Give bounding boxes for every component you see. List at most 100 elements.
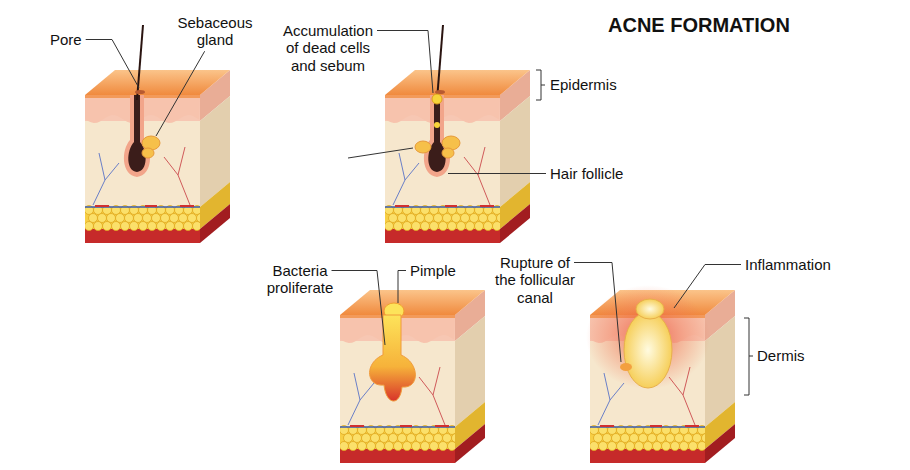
fat-cell — [412, 222, 421, 231]
skin-side-layer — [500, 204, 530, 243]
skin-block — [85, 25, 231, 243]
fat-cell — [358, 442, 367, 451]
fat-cell — [353, 434, 362, 443]
fat-cell — [116, 214, 125, 223]
fat-cell — [148, 222, 157, 231]
part-label: Hair follicle — [550, 165, 623, 182]
fat-cell — [121, 222, 130, 231]
fat-cell — [398, 214, 407, 223]
leader-line — [574, 263, 621, 363]
fat-cell — [376, 442, 385, 451]
fat-cell — [594, 434, 603, 443]
fat-cell — [484, 222, 493, 231]
fat-cell — [89, 214, 98, 223]
fat-cell — [403, 442, 412, 451]
fat-cell — [684, 434, 693, 443]
fat-cell — [389, 214, 398, 223]
fat-cell — [412, 442, 421, 451]
fat-cell — [443, 434, 452, 443]
skin-layer — [85, 229, 200, 243]
blood-vessel — [590, 426, 705, 428]
fat-cell — [143, 214, 152, 223]
fat-cell — [603, 434, 612, 443]
pus-body — [624, 312, 672, 388]
fat-cell — [452, 214, 461, 223]
part-label: Epidermis — [550, 76, 617, 93]
fat-cell — [662, 442, 671, 451]
fat-cell — [403, 222, 412, 231]
fat-cell — [639, 434, 648, 443]
sebaceous-gland — [415, 141, 431, 153]
skin-layer — [590, 449, 705, 463]
fat-cell — [170, 214, 179, 223]
fat-cell — [184, 222, 193, 231]
fat-cell — [407, 434, 416, 443]
fat-cell — [394, 442, 403, 451]
fat-cell — [103, 222, 112, 231]
fat-cell — [698, 442, 706, 451]
pore — [435, 90, 445, 94]
sebaceous-gland — [442, 136, 460, 150]
leader-line — [332, 271, 385, 346]
artery-branch — [419, 367, 445, 425]
fat-cell — [439, 442, 448, 451]
fat-cell — [130, 222, 139, 231]
fat-cell — [385, 442, 394, 451]
part-label: Accumulation of dead cells and sebum — [278, 22, 378, 74]
fat-cell — [443, 214, 452, 223]
bracket — [536, 70, 545, 100]
pore — [135, 90, 145, 94]
fat-cell — [608, 442, 617, 451]
fat-cell — [635, 442, 644, 451]
fat-cell — [421, 442, 430, 451]
skin-layer — [385, 229, 500, 243]
fat-cell — [439, 222, 448, 231]
fat-cell — [475, 222, 484, 231]
fat-cell — [457, 222, 466, 231]
part-label: Pimple — [410, 262, 456, 279]
blood-vessel — [85, 206, 200, 208]
fat-cell — [434, 434, 443, 443]
fat-cell — [107, 214, 116, 223]
fat-cell — [398, 434, 407, 443]
skin-block — [586, 285, 735, 463]
hair-shaft — [437, 25, 443, 100]
blood-vessel — [395, 205, 494, 207]
diagram-title: ACNE FORMATION — [608, 14, 790, 37]
fat-cell — [139, 222, 148, 231]
fat-cell — [389, 434, 398, 443]
sebaceous-gland — [142, 148, 154, 158]
leader-line — [348, 148, 413, 158]
skin-side-layer — [455, 424, 485, 463]
fat-cell — [461, 214, 470, 223]
fat-cell — [479, 214, 488, 223]
fat-cell — [671, 442, 680, 451]
fat-cell — [407, 214, 416, 223]
fat-cell — [425, 214, 434, 223]
hair-root — [128, 95, 145, 172]
fat-cell — [430, 222, 439, 231]
fat-cell — [425, 434, 434, 443]
follicle-wall — [424, 95, 450, 177]
sebaceous-gland — [142, 136, 160, 150]
fat-cell — [193, 222, 201, 231]
leader-line — [398, 271, 406, 304]
fat-cell — [590, 442, 599, 451]
skin-block — [340, 290, 486, 463]
fat-cell — [175, 222, 184, 231]
fat-cell — [421, 222, 430, 231]
fat-cell — [612, 434, 621, 443]
fat-cell — [434, 214, 443, 223]
fat-cell — [430, 442, 439, 451]
fat-cell — [416, 434, 425, 443]
vein-branch — [93, 153, 119, 205]
fat-cell — [134, 214, 143, 223]
part-label: Pore — [50, 31, 82, 48]
sebum-dot — [434, 122, 440, 128]
skin-surface — [85, 70, 230, 95]
vein-branch — [348, 373, 374, 425]
fat-cell — [340, 442, 349, 451]
fat-cell — [85, 222, 94, 231]
